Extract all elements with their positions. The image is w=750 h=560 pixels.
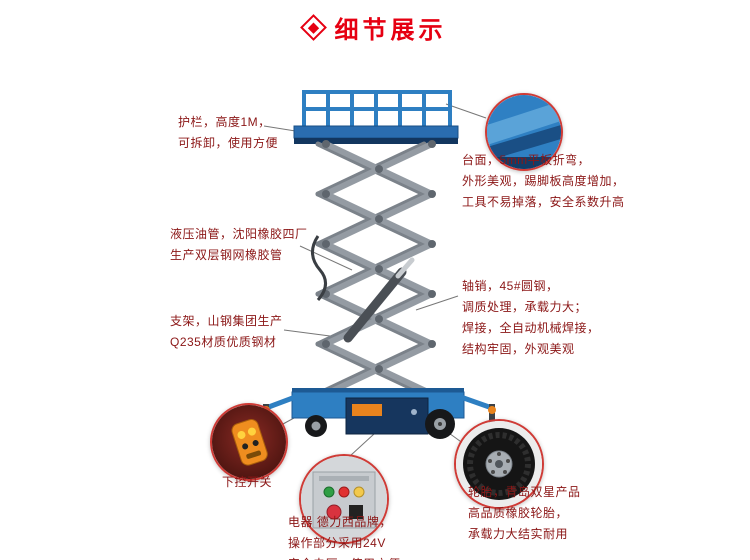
remote-control-art [212, 405, 286, 479]
guardrail [302, 90, 452, 126]
platform-detail-photo [485, 93, 563, 171]
label-support-frame: 支架，山钢集团生产 Q235材质优质钢材 [170, 314, 283, 349]
chassis [291, 388, 465, 419]
label-tire: 轮胎，青岛双星产品 高品质橡胶轮胎， 承载力大结实耐用 [468, 485, 581, 541]
label-hydraulic-hose: 液压油管，沈阳橡胶四厂 生产双层钢网橡胶管 [170, 227, 308, 262]
remote-control-photo [210, 403, 288, 481]
header: 细节展示 [0, 10, 750, 45]
tire-art [456, 421, 542, 507]
scissor-arms-front [323, 141, 435, 397]
diamond-icon-inner [307, 21, 319, 34]
label-guardrail: 护栏，高度1M， 可拆卸，使用方便 [178, 115, 279, 150]
power-box [345, 397, 429, 435]
wheel-left [305, 415, 327, 437]
control-panel-photo [299, 454, 389, 544]
scissor-joints [322, 140, 436, 398]
control-panel-art [301, 456, 387, 542]
label-lower-control-switch: 下控开关 [221, 475, 272, 489]
page-title: 细节展示 [334, 17, 447, 44]
leader-lines [263, 103, 487, 457]
scissor-arms-rear [315, 141, 427, 397]
label-platform: 台面，5mm平板折弯， 外形美观，踢脚板高度增加， 工具不易掉落，安全系数升高 [462, 153, 625, 209]
tire-photo [454, 419, 544, 509]
wheel-right [425, 409, 455, 439]
diamond-icon [299, 14, 327, 41]
platform-deck [293, 125, 459, 144]
label-axle-pin-weld: 轴销，45#圆钢， 调质处理，承载力大； 焊接，全自动机械焊接， 结构牢固，外观… [462, 279, 600, 356]
label-electric-parts: 电器 德力西品牌， 操作部分采用24V 安全电压，使用方便 [288, 515, 400, 560]
hydraulic-cylinder [343, 257, 415, 343]
